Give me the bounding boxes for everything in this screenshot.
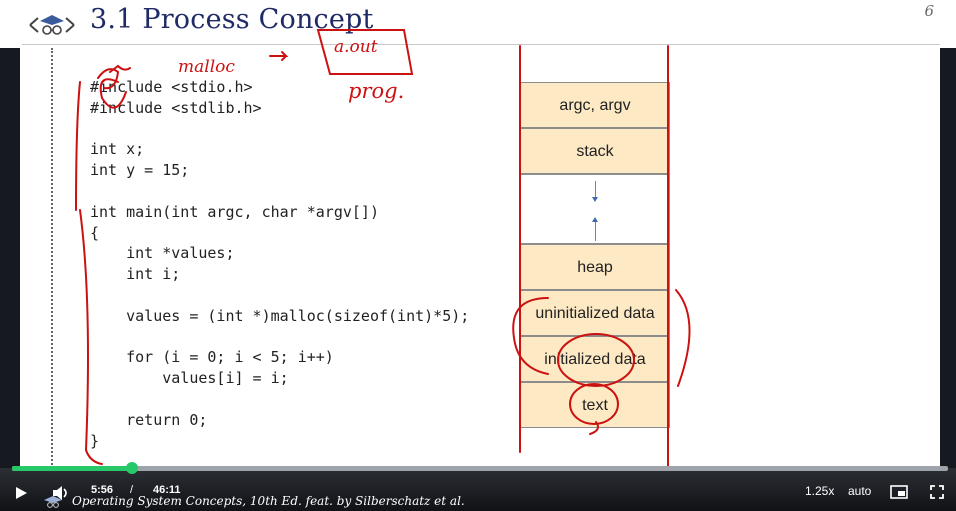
ink-bracket-left-top — [75, 81, 81, 211]
code-line: values[i] = i; — [90, 369, 289, 388]
slide-header — [0, 0, 956, 48]
video-controls-bar — [0, 468, 956, 511]
picture-in-picture-icon[interactable] — [890, 485, 908, 499]
slide-number: 6 — [924, 2, 934, 20]
stack-growth-arrow — [595, 181, 596, 199]
memory-layout-diagram: argc, argv stack heap uninitialized data… — [520, 82, 670, 428]
memory-segment-heap: heap — [520, 244, 670, 290]
code-line: values = (int *)malloc(sizeof(int)*5); — [90, 306, 470, 325]
code-line: int y = 15; — [90, 161, 190, 180]
code-line: } — [90, 431, 100, 450]
code-line: int x; — [90, 140, 145, 159]
code-line: #include <stdlib.h> — [90, 98, 262, 117]
memory-segment-argc-argv: argc, argv — [520, 82, 670, 128]
memory-free-gap — [520, 174, 670, 244]
heap-growth-arrow — [595, 221, 596, 241]
code-line: int i; — [90, 265, 181, 284]
video-letterbox-right — [940, 48, 956, 468]
dinosaur-logo-icon — [29, 15, 75, 35]
code-line — [90, 181, 469, 202]
code-listing: #include <stdio.h> #include <stdlib.h> int… — [90, 77, 469, 451]
playback-speed-button[interactable]: 1.25x — [805, 484, 835, 498]
video-letterbox-left — [0, 48, 20, 468]
ink-note-malloc: malloc — [178, 57, 235, 77]
video-progress-fill — [12, 466, 132, 471]
memory-segment-uninitialized-data: uninitialized data — [520, 290, 670, 336]
header-rule — [22, 44, 940, 45]
code-line: int main(int argc, char *argv[]) — [90, 202, 379, 221]
time-separator: / — [130, 484, 134, 496]
volume-icon[interactable] — [52, 486, 70, 500]
code-line — [90, 119, 469, 140]
code-line: #include <stdio.h> — [90, 78, 253, 96]
growth-arrow-heads-icon — [592, 197, 598, 222]
slide-footer: Operating System Concepts, 10th Ed. feat… — [72, 494, 465, 508]
code-line — [90, 389, 469, 410]
code-line: return 0; — [90, 410, 208, 429]
quality-button[interactable]: auto — [848, 484, 872, 498]
slide-divider — [51, 48, 53, 468]
code-line: int *values; — [90, 244, 235, 263]
code-line: { — [90, 223, 100, 242]
current-time: 5:56 — [91, 484, 114, 496]
code-line — [90, 285, 469, 306]
player-controls: 5:56 / 46:11 1.25x auto — [0, 478, 956, 508]
video-progress-thumb[interactable] — [125, 462, 138, 474]
slide-title: 3.1 Process Concept — [90, 4, 374, 35]
ink-bracket-right — [675, 289, 691, 387]
memory-segment-initialized-data: initialized data — [520, 336, 670, 382]
ink-arrow-malloc — [269, 51, 289, 61]
code-line: for (i = 0; i < 5; i++) — [90, 348, 334, 367]
video-progress-bar[interactable] — [12, 462, 948, 474]
fullscreen-icon[interactable] — [930, 485, 944, 499]
memory-segment-stack: stack — [520, 128, 670, 174]
code-line — [90, 327, 469, 348]
footer-dinosaur-logo-icon — [44, 496, 62, 508]
memory-segment-text: text — [520, 382, 670, 428]
play-icon[interactable] — [14, 486, 28, 500]
duration: 46:11 — [153, 484, 181, 496]
